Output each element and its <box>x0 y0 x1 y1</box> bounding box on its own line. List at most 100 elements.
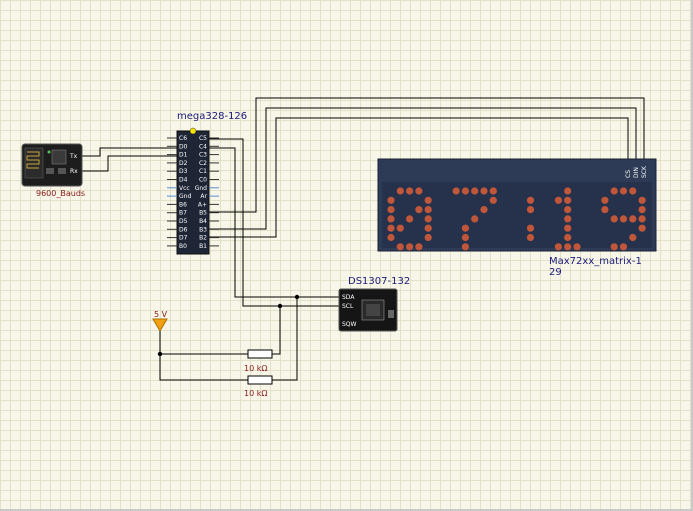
wire-tx-d0[interactable] <box>80 147 177 157</box>
matrix-led <box>610 187 618 195</box>
rtc-pin-label: SCL <box>342 303 354 310</box>
resistor-1-value: 10 kΩ <box>244 364 268 373</box>
matrix-led <box>461 224 469 232</box>
matrix-led <box>638 215 646 223</box>
matrix-led <box>638 206 646 214</box>
mcu-pin-label: D7 <box>179 235 188 242</box>
mcu-pin-label: Vcc <box>179 185 190 192</box>
supply-label: 5 V <box>154 310 168 319</box>
matrix-led <box>415 243 423 251</box>
matrix-led <box>387 224 395 232</box>
matrix-led <box>396 224 404 232</box>
matrix-led <box>619 243 628 251</box>
mcu-pin-label: B4 <box>199 218 207 225</box>
resistor-2-value: 10 kΩ <box>244 389 268 398</box>
mcu-pin-label: D2 <box>179 160 188 167</box>
matrix-led <box>526 196 535 204</box>
matrix-led <box>564 196 572 204</box>
matrix-led <box>526 233 535 242</box>
mcu-pin-label: C6 <box>179 135 187 142</box>
mcu-pin-label: D0 <box>179 143 188 150</box>
wire-pullup-sda[interactable] <box>272 297 298 381</box>
esp-pin-label: Tx <box>69 153 78 160</box>
mcu-pin-label: A+ <box>198 201 207 208</box>
supply-5v[interactable] <box>152 318 168 334</box>
wire-pullup-scl[interactable] <box>272 306 281 355</box>
mcu-pin-label: B2 <box>199 235 207 242</box>
mcu-pin-label: D1 <box>179 152 188 159</box>
esp-pin-label: Rx <box>70 168 78 175</box>
matrix-led <box>424 233 432 242</box>
resistor-2[interactable] <box>247 375 273 385</box>
matrix-led <box>564 224 572 232</box>
rtc-pin-label: SQW <box>342 321 357 328</box>
mcu-pin-label: B5 <box>199 210 207 217</box>
matrix-led <box>564 206 572 214</box>
matrix-led <box>415 206 423 214</box>
wire-sck-b5[interactable] <box>209 97 645 213</box>
esp-value-label: 9600_Bauds <box>36 189 86 198</box>
matrix-led <box>601 196 609 204</box>
wire-5v-r1[interactable] <box>159 330 248 355</box>
wire-sda[interactable] <box>209 147 340 298</box>
matrix-led <box>489 196 497 204</box>
rtc-module[interactable]: SDA SCL SQW <box>338 288 398 332</box>
matrix-led <box>564 243 572 251</box>
matrix-pin-labels: CS DIN SCK <box>625 165 648 178</box>
matrix-led <box>461 243 469 251</box>
wire-scl[interactable] <box>209 138 340 307</box>
matrix-led <box>638 196 646 204</box>
esp-module[interactable]: Tx Rx <box>21 143 83 187</box>
matrix-led <box>387 215 395 223</box>
mcu-pin-label: Gnd <box>195 185 207 192</box>
resistor-1[interactable] <box>247 349 273 359</box>
matrix-led <box>480 187 488 195</box>
wire-rx-d1[interactable] <box>80 155 177 172</box>
matrix-led <box>406 187 414 195</box>
led-matrix[interactable]: CS DIN SCK <box>377 158 657 252</box>
junction-dot <box>294 294 300 300</box>
matrix-led <box>424 215 432 223</box>
matrix-led <box>629 187 637 195</box>
matrix-led <box>396 243 404 251</box>
matrix-led <box>424 206 432 214</box>
matrix-led <box>610 215 618 223</box>
mcu-pin-label: C5 <box>199 135 207 142</box>
matrix-led <box>619 215 628 223</box>
matrix-led <box>396 187 404 195</box>
wire-cs-b2[interactable] <box>209 117 629 238</box>
junction-dot <box>277 303 283 309</box>
matrix-led <box>610 243 618 251</box>
matrix-led <box>471 215 479 223</box>
matrix-led <box>387 233 395 242</box>
mcu-pin-label: C0 <box>199 177 207 184</box>
mcu-pin-label: C1 <box>199 168 207 175</box>
wire-din-b3[interactable] <box>209 107 637 230</box>
matrix-led <box>629 215 637 223</box>
mcu-pin-label: B7 <box>179 210 187 217</box>
matrix-led <box>629 233 637 242</box>
matrix-led <box>415 187 423 195</box>
matrix-led <box>619 187 628 195</box>
matrix-led <box>471 187 479 195</box>
pin1-indicator <box>189 127 197 135</box>
mcu-pin-label: D4 <box>179 177 188 184</box>
matrix-led <box>564 187 572 195</box>
wires <box>80 97 645 381</box>
rtc-pin-label: SDA <box>342 294 355 301</box>
matrix-led <box>601 206 609 214</box>
mcu-pin-label: B1 <box>199 243 207 250</box>
matrix-pin-label: DIN <box>633 167 640 178</box>
matrix-led <box>526 206 535 214</box>
matrix-led <box>424 224 432 232</box>
wire-5v-r2[interactable] <box>159 354 248 381</box>
matrix-sublabel: 29 <box>549 267 562 278</box>
matrix-pin-label: SCK <box>641 165 648 178</box>
mcu-pin-label: D3 <box>179 168 188 175</box>
matrix-pin-label: CS <box>625 170 632 178</box>
mcu-pin-label: C3 <box>199 152 207 159</box>
